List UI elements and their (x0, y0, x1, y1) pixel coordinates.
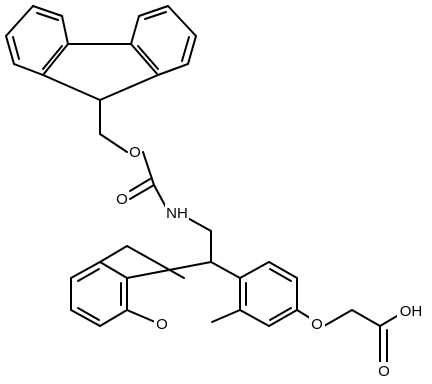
xanthene-left-ring (70, 245, 185, 327)
atom-carbonyl-oxygen: O (115, 190, 129, 208)
atom-xanthene-oxygen: O (154, 315, 171, 333)
fluorene-right-ring (130, 5, 197, 76)
svg-text:O: O (116, 191, 128, 208)
xanthene-right-ring (239, 261, 298, 327)
svg-text:O: O (129, 144, 141, 161)
atom-ester-oxygen: O (128, 143, 142, 161)
svg-text:O: O (311, 316, 323, 333)
svg-text:OH: OH (400, 303, 423, 320)
atom-hydroxyl: OH (397, 302, 426, 320)
atom-amide-nitrogen: NH (165, 204, 189, 222)
fluorene-five-ring (42, 43, 159, 101)
svg-text:NH: NH (166, 205, 188, 222)
svg-text:O: O (156, 316, 168, 333)
fmoc-linker (99, 99, 212, 263)
fluorene-left-ring (5, 5, 69, 76)
atom-acid-carbonyl-oxygen: O (376, 362, 392, 380)
svg-text:O: O (378, 363, 390, 380)
xanthene-central-ring (126, 261, 241, 323)
oxyacetic-acid-chain (296, 309, 398, 363)
atom-ether-oxygen: O (309, 315, 325, 333)
